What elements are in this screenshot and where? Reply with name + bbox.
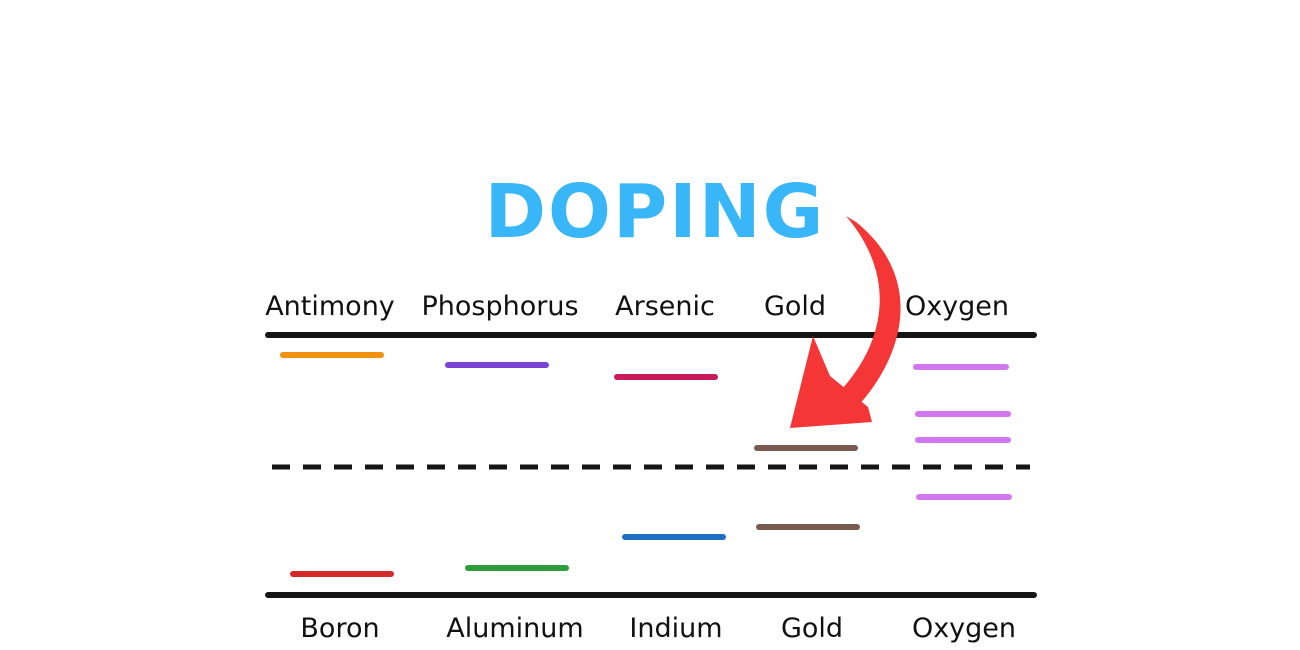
acceptor-labels: Boron Aluminum Indium Gold Oxygen: [300, 613, 1016, 644]
donor-labels: Antimony Phosphorus Arsenic Gold Oxygen: [265, 291, 1009, 322]
diagram-title: DOPING: [485, 169, 826, 255]
acceptor-label-oxygen: Oxygen: [912, 613, 1016, 644]
donor-label-gold: Gold: [764, 291, 826, 322]
donor-label-oxygen: Oxygen: [905, 291, 1009, 322]
acceptor-label-aluminum: Aluminum: [446, 613, 583, 644]
donor-label-antimony: Antimony: [265, 291, 395, 322]
acceptor-label-boron: Boron: [300, 613, 379, 644]
donor-label-arsenic: Arsenic: [615, 291, 715, 322]
energy-levels: [280, 352, 1012, 577]
curved-arrow-icon: [790, 216, 901, 428]
acceptor-label-gold: Gold: [781, 613, 843, 644]
acceptor-label-indium: Indium: [629, 613, 722, 644]
donor-label-phosphorus: Phosphorus: [421, 291, 578, 322]
